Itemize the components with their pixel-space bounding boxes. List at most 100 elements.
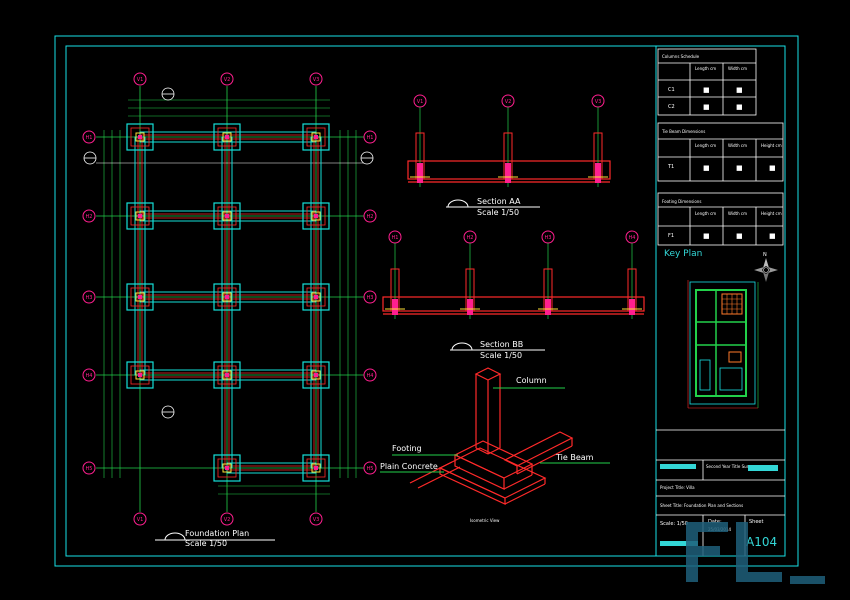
section-bb-scale: Scale 1/50: [480, 351, 522, 360]
footing-v3-h3-outer: [302, 283, 330, 311]
section-aa-v2-bubble: V2: [501, 94, 515, 108]
axis-bubble-right-h1-label: H1: [367, 135, 374, 141]
axis-bubble-right-h2-circle: [363, 209, 377, 223]
north-label: N: [763, 252, 767, 258]
section-aa-scale: Scale 1/50: [477, 208, 519, 217]
footing-v1-h1-inner: [130, 127, 150, 147]
tie-beam-label: Tie Beam: [555, 453, 594, 462]
footing-v3-h2-outer: [302, 202, 330, 230]
isometric-caption: Isometric View: [470, 518, 500, 523]
footing-v1-h3-column: [135, 292, 145, 302]
footing-v1-h1-column-core: [138, 135, 142, 139]
axis-bubble-left-h4: H4: [82, 368, 96, 382]
footing-f1-height: ■: [769, 232, 776, 240]
footing-col-length: Length cm: [695, 211, 716, 216]
footing-v3-h2-inner: [306, 206, 326, 226]
section-bb-h3-footing: [545, 299, 551, 315]
axis-bubble-left-h3: H3: [82, 290, 96, 304]
footing-v1-h4-outer: [126, 361, 154, 389]
footing-v1-h1-outer: [126, 123, 154, 151]
axis-bubble-right-h4-label: H4: [367, 373, 374, 379]
axis-bubble-top-v2-circle: [220, 72, 234, 86]
section-aa-v3-bubble: V3: [591, 94, 605, 108]
axis-bubble-left-h3-circle: [82, 290, 96, 304]
section-aa-title: Section AA Scale 1/50: [446, 197, 540, 217]
axis-bubble-bottom-v3-label: V3: [313, 517, 320, 523]
section-aa-v2-footing: [505, 163, 511, 183]
footing-v2-h4: [213, 361, 241, 389]
columns-schedule-c2-width: ■: [736, 103, 743, 111]
section-bb-h3-bubble-label: H3: [545, 235, 552, 241]
section-aa-v1-bubble-label: V1: [417, 99, 424, 105]
footing-v2-h2-column: [222, 211, 232, 221]
axis-bubble-left-h1-circle: [82, 130, 96, 144]
footing-v3-h1-column: [311, 132, 321, 142]
axis-bubble-top-v3-circle: [309, 72, 323, 86]
footing-heading: Footing Dimensions: [662, 199, 701, 204]
isometric-view: Column Footing Plain Concrete Tie Beam I…: [380, 367, 610, 523]
footing-v3-h5-column-core: [314, 466, 318, 470]
footing-v2-h5-inner: [217, 458, 237, 478]
axis-bubble-right-h5-circle: [363, 461, 377, 475]
axis-bubble-right-h1-circle: [363, 130, 377, 144]
footing-v2-h2-column-core: [225, 214, 229, 218]
axis-bubble-right-h1: H1: [363, 130, 377, 144]
axis-bubble-right-h3: H3: [363, 290, 377, 304]
footing-v3-h2: [302, 202, 330, 230]
fl-watermark-logo: FL: [686, 522, 825, 584]
footing-v1-h4-column-core: [138, 373, 142, 377]
axis-bubble-left-h5-circle: [82, 461, 96, 475]
axis-bubble-bottom-v3: V3: [309, 512, 323, 526]
axis-bubble-right-h2-label: H2: [367, 214, 374, 220]
title-block-text: Columns Schedule Length cm Width cm C1 ■…: [660, 54, 782, 549]
section-aa-v1-bubble: V1: [413, 94, 427, 108]
axis-bubble-right-h2: H2: [363, 209, 377, 223]
axis-bubble-bottom-v2: V2: [220, 512, 234, 526]
footing-v3-h1-outer: [302, 123, 330, 151]
footing-v2-h1: [213, 123, 241, 151]
axis-bubble-bottom-v1: V1: [133, 512, 147, 526]
footing-v1-h2-inner: [130, 206, 150, 226]
footing-v2-h5-column: [222, 463, 232, 473]
section-marker-0: [83, 151, 97, 165]
section-bb-h1-bubble: H1: [388, 230, 402, 244]
footing-v3-h4-outer: [302, 361, 330, 389]
footing-col-width: Width cm: [728, 211, 747, 216]
axis-bubble-left-h5-label: H5: [86, 466, 93, 472]
axis-bubble-right-h3-circle: [363, 290, 377, 304]
axis-bubble-top-v2: V2: [220, 72, 234, 86]
section-aa-title-text: Section AA: [477, 197, 521, 206]
axis-bubble-right-h5: H5: [363, 461, 377, 475]
tie-beam-col-length: Length cm: [695, 143, 716, 148]
axis-bubble-left-h1-label: H1: [86, 135, 93, 141]
axis-bubble-left-h4-circle: [82, 368, 96, 382]
footing-v3-h3-column-core: [314, 295, 318, 299]
footing-v2-h1-inner: [217, 127, 237, 147]
footing-v3-h5: [302, 454, 330, 482]
section-bb-tie-beam: [382, 296, 645, 312]
section-bb-h4-footing: [629, 299, 635, 315]
footing-v2-h2-outer: [213, 202, 241, 230]
axis-bubble-left-h1: H1: [82, 130, 96, 144]
axis-bubble-right-h3-label: H3: [367, 295, 374, 301]
footing-v3-h2-column: [311, 211, 321, 221]
footing-v3-h3-inner: [306, 287, 326, 307]
footing-v2-h3-column-core: [225, 295, 229, 299]
columns-schedule-c1-length: ■: [703, 86, 710, 94]
footing-v2-h3-column: [222, 292, 232, 302]
plain-concrete-label: Plain Concrete: [380, 462, 438, 471]
footing-v2-h4-column-core: [225, 373, 229, 377]
surveyor-bar: [660, 464, 696, 469]
section-bb-h2-bubble-label: H2: [467, 235, 474, 241]
footing-v3-h2-column-core: [314, 214, 318, 218]
columns-schedule-row-c1: C1: [668, 87, 675, 93]
footing-v3-h5-outer: [302, 454, 330, 482]
axis-bubble-top-v1: V1: [133, 72, 147, 86]
footing-v3-h1-column-core: [314, 135, 318, 139]
footing-v3-h1-inner: [306, 127, 326, 147]
footing-row-f1: F1: [668, 233, 674, 239]
section-bb-h2-footing: [467, 299, 473, 315]
column-label: Column: [516, 376, 547, 385]
